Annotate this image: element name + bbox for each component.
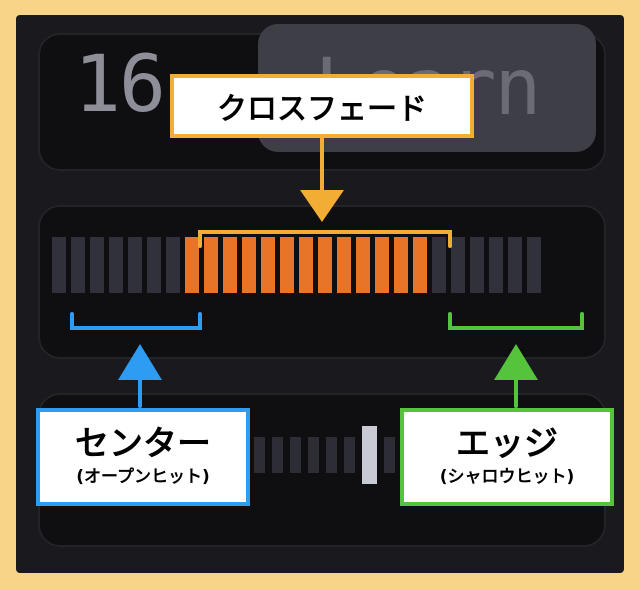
meter-segment-lit (394, 237, 408, 293)
center-arrow-icon (118, 344, 162, 380)
meter-segment (147, 237, 161, 293)
meter-segment-lit (299, 237, 313, 293)
slider-thumb[interactable] (362, 426, 377, 484)
meter-segment (527, 237, 541, 293)
center-bracket (70, 312, 202, 408)
crossfade-bracket (198, 128, 452, 248)
crossfade-label: クロスフェード (217, 92, 427, 127)
meter-segment (128, 237, 142, 293)
meter-segment-lit (204, 237, 218, 293)
edge-label: エッジ (456, 424, 558, 464)
meter-segment-lit (280, 237, 294, 293)
value-readout: 16 (74, 40, 166, 130)
meter-segment (109, 237, 123, 293)
meter-segment (71, 237, 85, 293)
meter-segment-lit (261, 237, 275, 293)
meter-segment-lit (242, 237, 256, 293)
edge-arrow-icon (494, 344, 538, 380)
slider-tick (308, 437, 319, 473)
slider-tick (344, 437, 355, 473)
meter-segment (508, 237, 522, 293)
meter-segment (90, 237, 104, 293)
meter-segment-lit (318, 237, 332, 293)
slider-tick (326, 437, 337, 473)
slider-tick (272, 437, 283, 473)
meter-segment-lit (223, 237, 237, 293)
meter-segment (166, 237, 180, 293)
crossfade-arrow-icon (300, 190, 344, 222)
slider-tick (254, 437, 265, 473)
center-sublabel: (オープンヒット) (76, 467, 210, 487)
center-callout: センター (オープンヒット) (36, 408, 250, 506)
meter-segment (489, 237, 503, 293)
edge-sublabel: (シャロウヒット) (439, 467, 575, 487)
meter-segment (470, 237, 484, 293)
meter-segment-lit (375, 237, 389, 293)
center-label: センター (75, 424, 211, 464)
slider-tick (290, 437, 301, 473)
crossfade-callout: クロスフェード (170, 74, 474, 138)
meter-segment-lit (413, 237, 427, 293)
crossfade-meter[interactable] (52, 237, 541, 293)
meter-segment-lit (185, 237, 199, 293)
meter-segment (451, 237, 465, 293)
meter-segment-lit (356, 237, 370, 293)
meter-segment-lit (337, 237, 351, 293)
edge-callout: エッジ (シャロウヒット) (400, 408, 614, 506)
slider-tick (384, 437, 395, 473)
edge-bracket (448, 312, 584, 408)
meter-segment (52, 237, 66, 293)
meter-segment (432, 237, 446, 293)
